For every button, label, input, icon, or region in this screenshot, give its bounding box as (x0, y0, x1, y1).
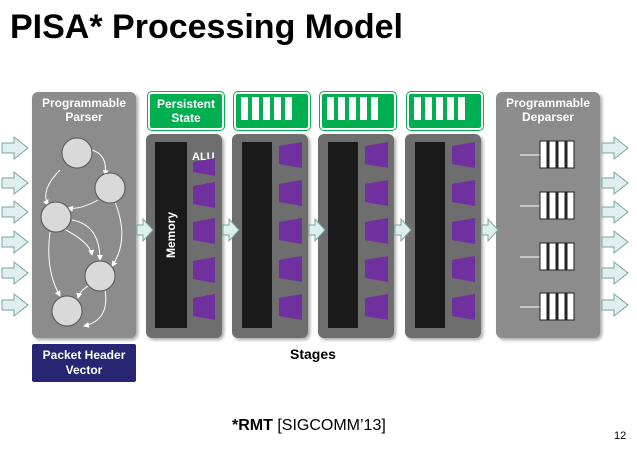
parser-state-node (94, 172, 126, 204)
parser-state-node (40, 201, 72, 233)
output-arrow (601, 260, 629, 286)
alu-unit (452, 142, 475, 168)
flow-arrow (394, 217, 412, 243)
alu-unit (279, 218, 302, 244)
input-arrow (1, 229, 29, 255)
state-cells (241, 97, 465, 120)
deparser-buffer (520, 140, 575, 169)
alu-unit (365, 256, 388, 282)
stages-label: Stages (290, 346, 336, 362)
output-arrow (601, 292, 629, 318)
input-arrow (1, 135, 29, 161)
deparser-label: Programmable Deparser (505, 96, 591, 124)
deparser-buffer (520, 191, 575, 220)
alu-unit (452, 294, 475, 320)
input-arrow (1, 199, 29, 225)
flow-arrow (308, 217, 326, 243)
parser-state-graph (40, 137, 126, 328)
memory-column-3 (328, 142, 358, 328)
deparser-buffer (520, 242, 575, 271)
footnote-citation: [SIGCOMM’13] (272, 417, 386, 434)
alu-unit (193, 294, 215, 320)
memory-column-1 (155, 142, 187, 328)
slide-title: PISA* Processing Model (10, 8, 403, 46)
deparser-buffers (520, 140, 575, 321)
flow-arrow (481, 217, 499, 243)
stage-arrows (136, 217, 499, 243)
footnote: *RMT [SIGCOMM’13] (232, 417, 386, 435)
persistent-state-box (148, 92, 224, 130)
alu-unit (279, 180, 302, 206)
alu-unit (279, 142, 302, 168)
alu-unit (193, 182, 215, 208)
alu-unit (452, 256, 475, 282)
output-arrow (601, 170, 629, 196)
input-arrows (1, 135, 29, 318)
memory-column-4 (415, 142, 445, 328)
alu-unit (452, 180, 475, 206)
alu-unit (193, 257, 215, 283)
memory-column-2 (242, 142, 272, 328)
output-arrow (601, 135, 629, 161)
alu-unit (365, 180, 388, 206)
alu-unit (365, 218, 388, 244)
alu-unit (365, 142, 388, 168)
output-arrow (601, 199, 629, 225)
slide-number: 12 (614, 430, 627, 442)
footnote-bold: *RMT (232, 417, 273, 434)
alu-unit (365, 294, 388, 320)
packet-header-vector-box: Packet Header Vector (32, 344, 136, 382)
phv-label: Packet Header Vector (42, 348, 126, 377)
input-arrow (1, 292, 29, 318)
output-arrow (601, 229, 629, 255)
deparser-buffer (520, 292, 575, 321)
input-arrow (1, 260, 29, 286)
flow-arrow (136, 217, 154, 243)
persistent-state-label: Persistent State (156, 97, 216, 125)
parser-state-node (61, 137, 93, 169)
alu-unit (193, 158, 215, 176)
parser-state-node (51, 295, 83, 327)
parser-state-node (84, 260, 116, 292)
alu-unit (279, 256, 302, 282)
alu-units (193, 142, 475, 320)
flow-arrow (222, 217, 240, 243)
input-arrow (1, 170, 29, 196)
alu-unit (452, 218, 475, 244)
parser-label: Programmable Parser (41, 96, 127, 124)
alu-unit (193, 218, 215, 244)
output-arrows (601, 135, 629, 318)
alu-unit (279, 294, 302, 320)
